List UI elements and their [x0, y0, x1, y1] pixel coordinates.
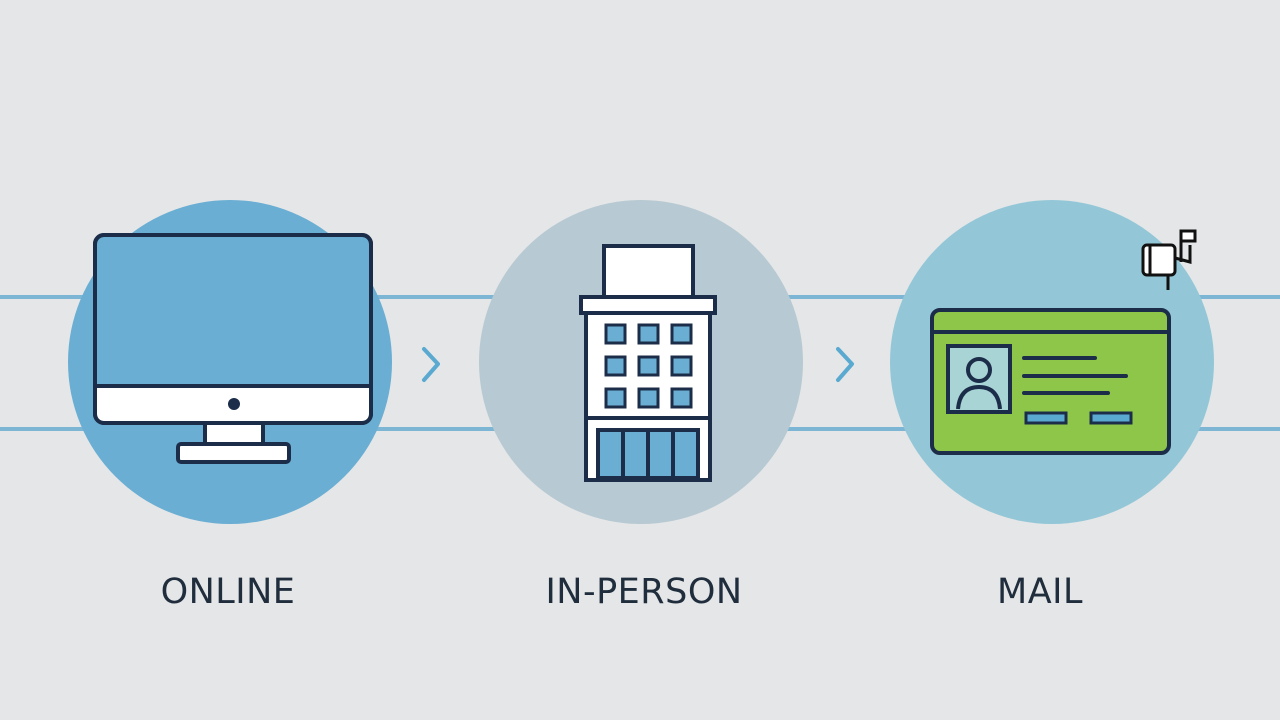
- mail-label: MAIL: [997, 572, 1083, 612]
- mailbox-icon: [1141, 229, 1197, 290]
- chevron-right-icon: [422, 347, 440, 382]
- in-person-label: IN-PERSON: [545, 572, 743, 612]
- chevron-right-icon: [836, 347, 854, 382]
- id-card-icon: [930, 308, 1171, 455]
- office-building-icon: [579, 244, 717, 482]
- online-label: ONLINE: [160, 572, 296, 612]
- desktop-computer-icon: [93, 233, 373, 464]
